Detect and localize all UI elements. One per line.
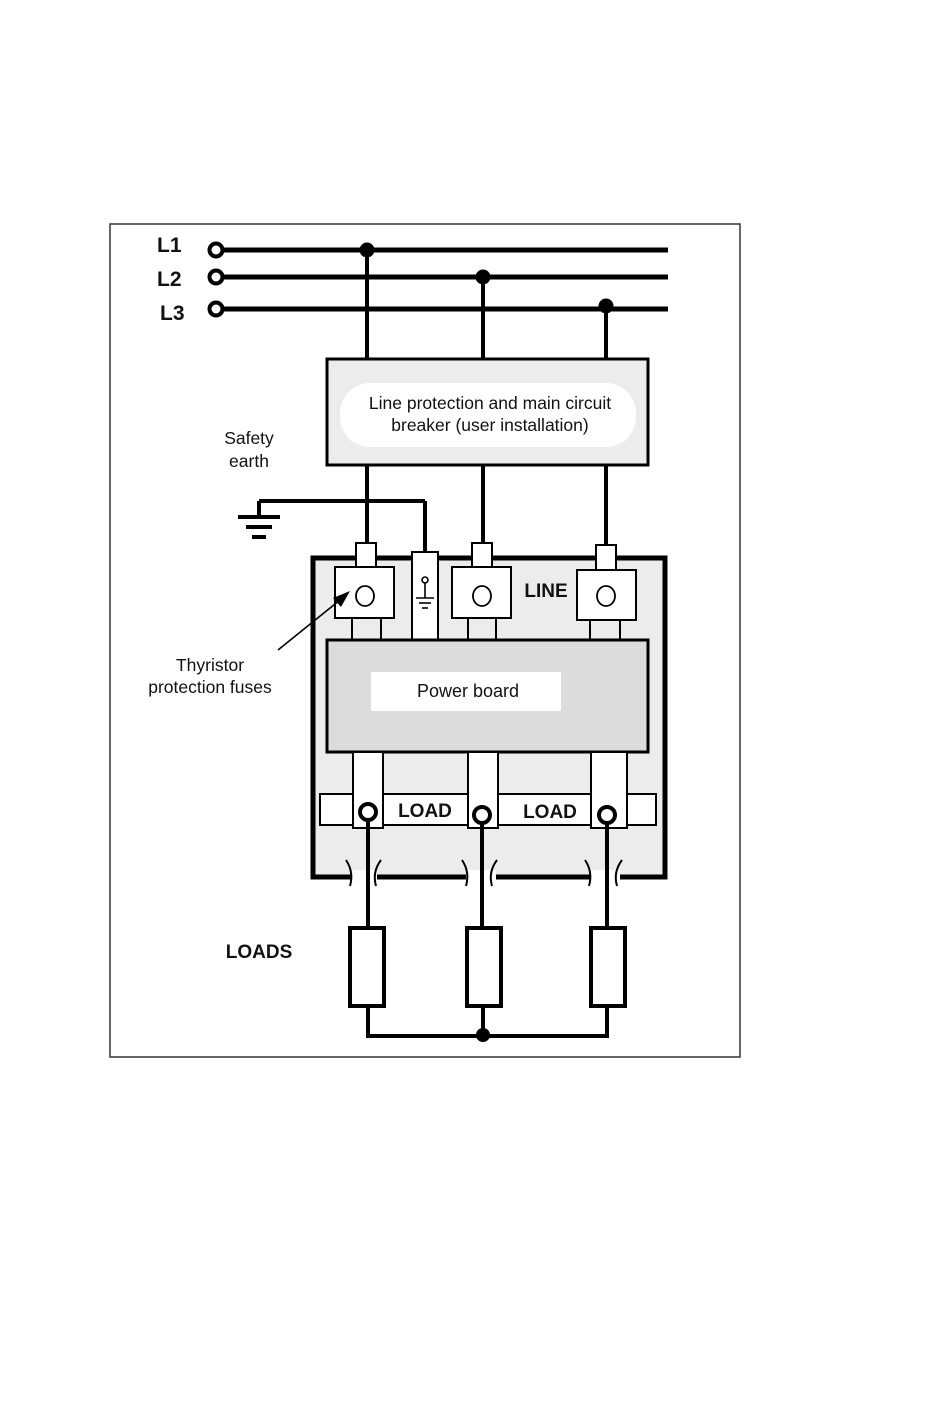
load-resistor-1 (350, 928, 384, 1006)
star-point-dot (476, 1028, 490, 1042)
fuse-1 (335, 567, 394, 618)
safety-earth-label-line2: earth (229, 451, 269, 471)
phase-label-l2: L2 (157, 268, 182, 291)
fuse-2 (452, 567, 511, 618)
phase-terminal-l2 (210, 271, 223, 284)
fuse-3 (577, 570, 636, 620)
load-terminal-3 (599, 807, 615, 823)
breaker-label-line1: Line protection and main circuit (369, 393, 611, 413)
safety-earth-label-line1: Safety (224, 428, 274, 448)
line-label: LINE (524, 581, 567, 602)
load-terminal-2 (474, 807, 490, 823)
load-terminal-label-2: LOAD (523, 802, 577, 823)
thyristor-fuses (335, 567, 636, 620)
phase-terminals (210, 244, 223, 316)
power-board-label: Power board (417, 681, 519, 701)
load-terminal-1 (360, 804, 376, 820)
load-resistor-3 (591, 928, 625, 1006)
phase-label-l3: L3 (160, 302, 185, 325)
phase-terminal-l3 (210, 303, 223, 316)
loads-label: LOADS (226, 942, 293, 963)
phase-label-l1: L1 (157, 234, 182, 257)
fuses-label-line1: Thyristor (176, 655, 244, 675)
fuses-label-line2: protection fuses (148, 677, 272, 697)
load-resistor-2 (467, 928, 501, 1006)
phase-terminal-l1 (210, 244, 223, 257)
breaker-label-line2: breaker (user installation) (391, 415, 588, 435)
load-terminal-label-1: LOAD (398, 801, 452, 822)
